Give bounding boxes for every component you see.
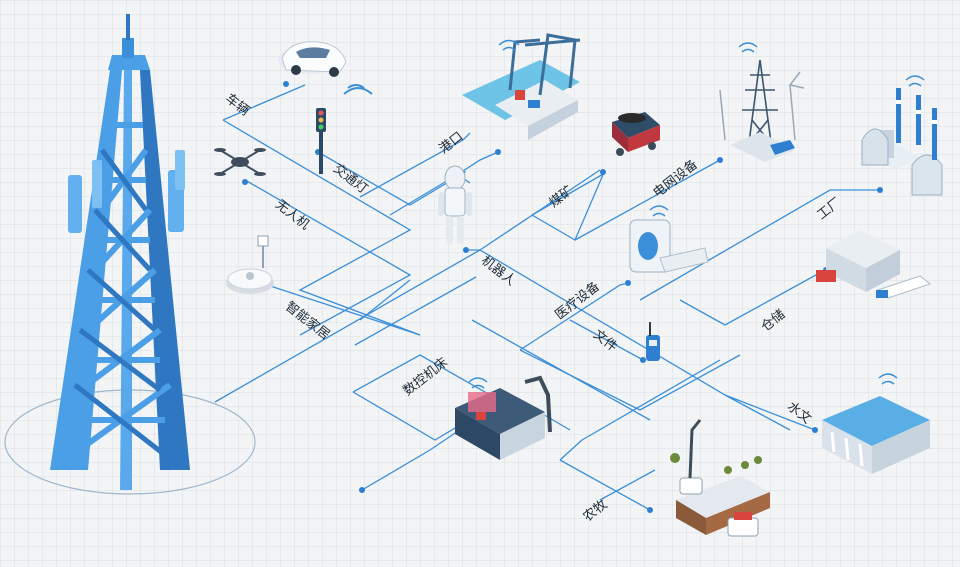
node-factory (877, 187, 883, 193)
cell-tower-icon (50, 14, 190, 490)
hydro-dam-icon (822, 373, 930, 474)
node-drone (242, 179, 248, 185)
node-vehicle (283, 81, 289, 87)
port-crane-icon (462, 33, 581, 140)
walkie-talkie-icon (646, 322, 660, 361)
node-port (495, 149, 501, 155)
power-grid-icon (719, 42, 805, 162)
node-medical (625, 280, 631, 286)
node-robot (463, 247, 469, 253)
node-cnc2 (359, 487, 365, 493)
robot-icon (438, 165, 472, 244)
warehouse-icon (816, 230, 932, 299)
node-coal (600, 169, 606, 175)
drone-icon (214, 148, 266, 176)
robot-vacuum-icon (226, 235, 274, 294)
factory-icon (861, 75, 943, 196)
node-grid (717, 157, 723, 163)
node-file (640, 357, 646, 363)
medical-scanner-icon (629, 205, 709, 273)
coal-cart-icon (612, 112, 660, 156)
node-hydro (812, 427, 818, 433)
node-agri (647, 507, 653, 513)
cnc-machine-icon (455, 375, 552, 460)
farm-robot-icon (670, 419, 770, 537)
car-icon (278, 41, 373, 95)
traffic-light-icon (316, 108, 326, 174)
